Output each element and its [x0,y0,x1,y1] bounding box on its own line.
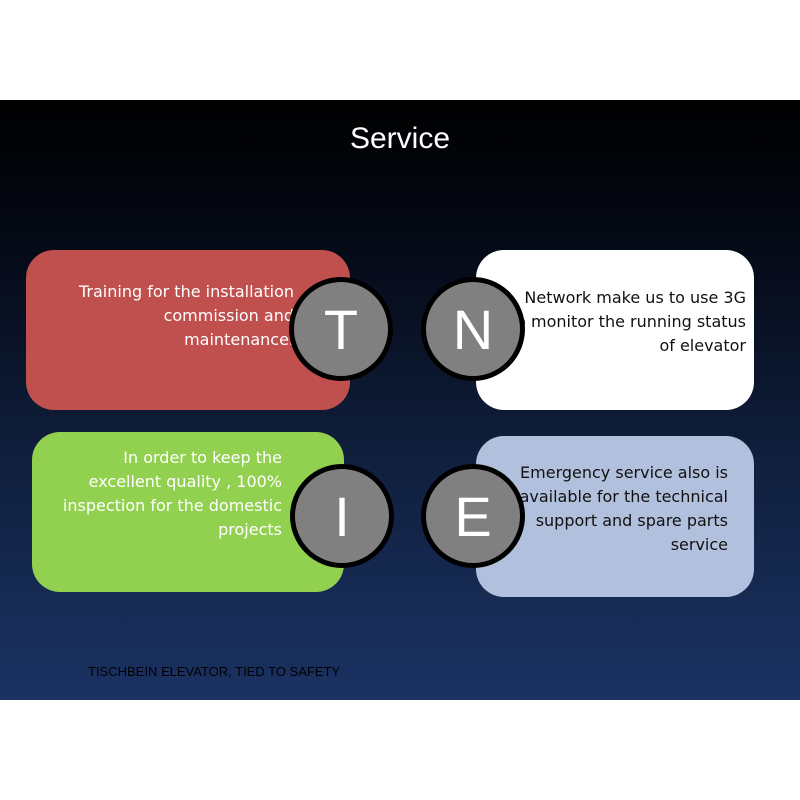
inspection-box: In order to keep the excellent quality ,… [32,432,344,592]
letter-i-circle: I [290,464,394,568]
slide-title: Service [349,122,451,155]
letter-n-circle: N [421,277,525,381]
letter-t-circle: T [289,277,393,381]
letter-e-circle: E [421,464,525,568]
footer-slogan: TISCHBEIN ELEVATOR, TIED TO SAFETY [88,664,341,679]
slide: Service Training for the installation co… [0,100,800,700]
